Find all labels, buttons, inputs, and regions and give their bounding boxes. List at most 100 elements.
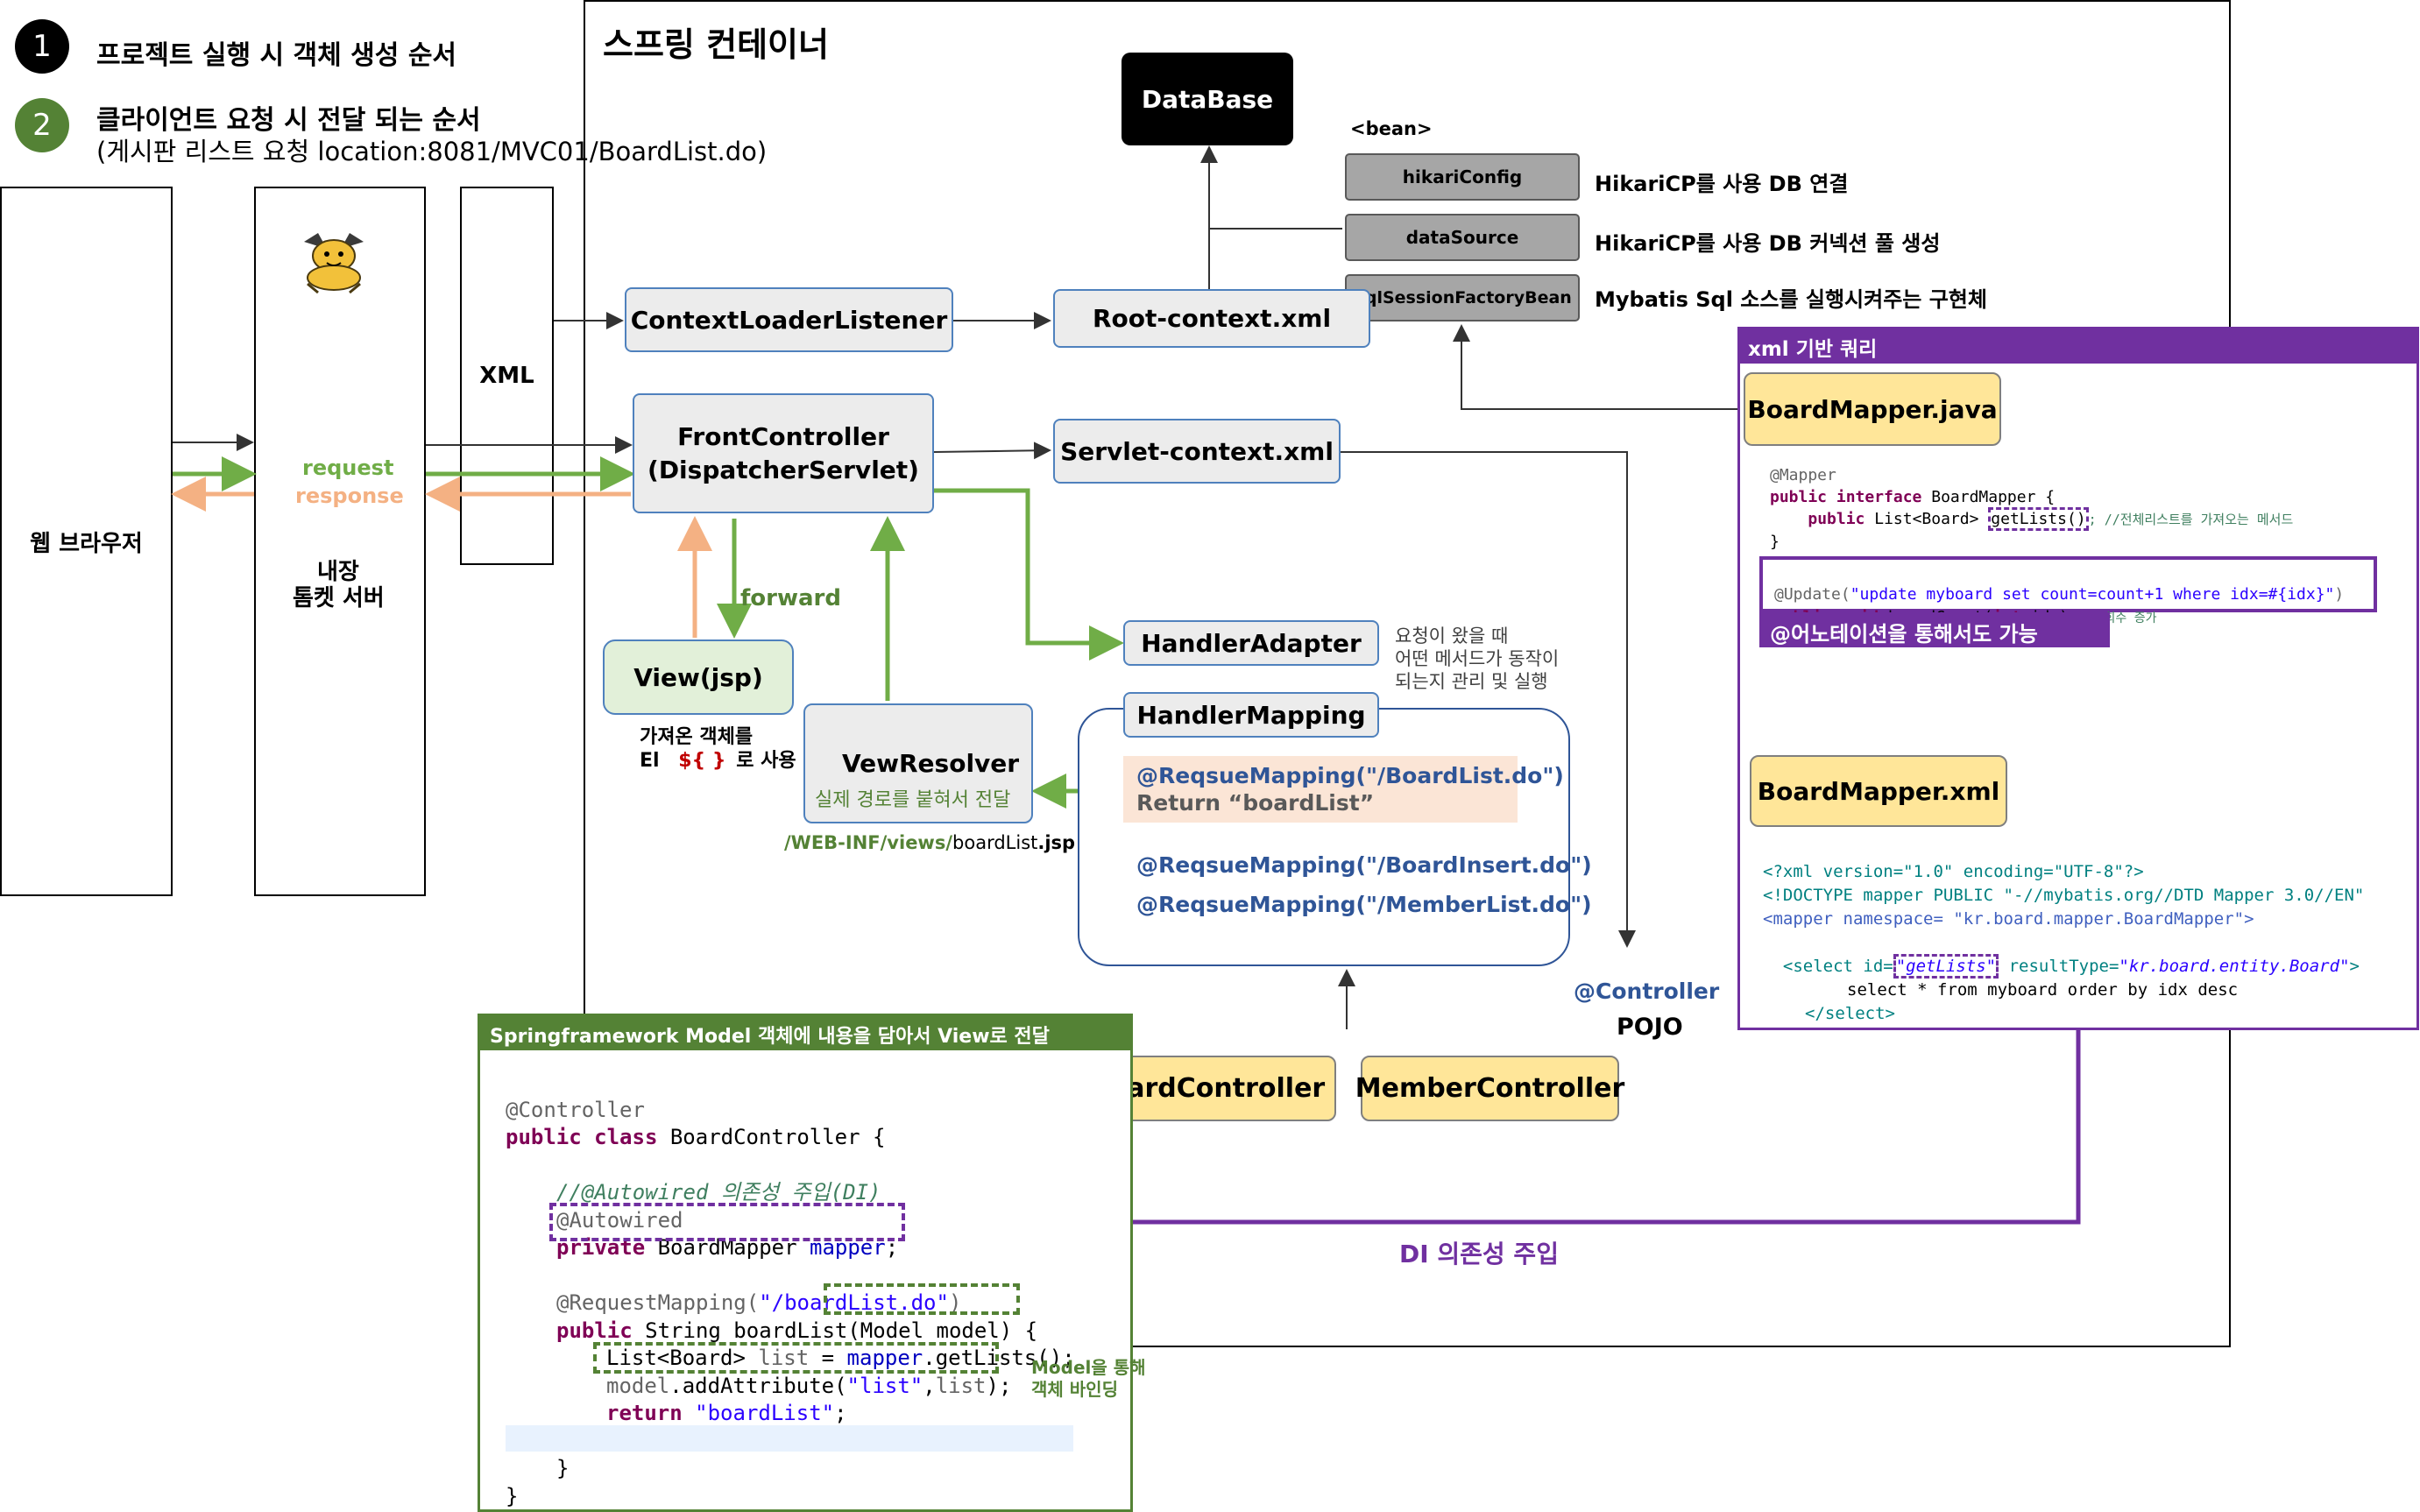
code-kw-class: public class [506, 1125, 658, 1149]
code-list-var: list [758, 1346, 810, 1370]
java-kw-public: public [1808, 510, 1865, 528]
pojo-label: POJO [1617, 1014, 1683, 1041]
upd-close: ) [2334, 585, 2345, 604]
mapping-boardlist-return: Return “boardList” [1136, 790, 1375, 816]
code-line-11: } [556, 1456, 570, 1480]
member-controller: MemberController [1355, 1056, 1624, 1121]
handler-mapping-container [1078, 708, 1570, 966]
xml-line-2: <!DOCTYPE mapper PUBLIC "-//mybatis.org/… [1763, 886, 2365, 905]
bean-datasource: dataSource [1345, 214, 1580, 261]
mapping-highlight [1123, 756, 1518, 823]
handler-mapping: HandlerMapping [1123, 692, 1379, 738]
java-line-3: public List<Board> getLists(); //전체리스트를 … [1770, 507, 2294, 531]
legend-badge-1: 1 [15, 19, 69, 74]
bean-hikariconfig: hikariConfig [1345, 153, 1580, 201]
code-current-line [506, 1425, 1073, 1452]
code-kw-return: return [606, 1401, 683, 1425]
view-note-use: 로 사용 [736, 750, 796, 772]
xml-select-end: > [2349, 957, 2360, 976]
code-model-var: model [606, 1373, 670, 1398]
xml-select-open: <select id= [1782, 957, 1893, 976]
code-line-12: } [506, 1483, 519, 1508]
code-line-9: model.addAttribute("list",list); [506, 1374, 1011, 1398]
web-browser-label: 웹 브라우저 [30, 530, 143, 557]
java-kw-interface: public interface [1770, 488, 1922, 506]
code-model-param: (Model model) [847, 1318, 1013, 1343]
code-attr-close: ); [986, 1373, 1012, 1398]
upd-ann: @Update( [1774, 585, 1850, 604]
request-label: request [302, 456, 394, 480]
code-return-val: "boardList" [682, 1401, 835, 1425]
code-reqmap-close: ) [948, 1290, 962, 1315]
database-box: DataBase [1122, 53, 1293, 145]
view-resolver-sub: 실제 경로를 붙혀서 전달 [815, 789, 1011, 811]
code-reqmap-path: "/boardList.do" [759, 1290, 949, 1315]
code-line-10: return "boardList"; [506, 1401, 847, 1425]
bean-sqlsessionfactorybean: SqlSessionFactoryBean [1345, 274, 1580, 321]
xml-result-type: "kr.board.entity.Board" [2119, 957, 2350, 976]
tomcat-label-2: 톰켓 서버 [293, 585, 385, 611]
code-line-2: public class BoardController { [506, 1125, 885, 1149]
jsp-path: /WEB-INF/views/boardList.jsp [784, 832, 1075, 853]
code-class-name: BoardController { [657, 1125, 886, 1149]
code-attr-key: "list" [846, 1373, 923, 1398]
legend-badge-2: 2 [15, 98, 69, 152]
code-assign: = [809, 1346, 847, 1370]
code-line-4: @Autowired [556, 1207, 683, 1233]
code-brace: { [1012, 1318, 1038, 1343]
adapter-note-2: 어떤 메서드가 동작이 [1395, 648, 1560, 669]
java-line-1: @Mapper [1770, 466, 1836, 484]
model-note-2: 객체 바인딩 [1031, 1379, 1118, 1400]
java-type: List<Board> [1865, 510, 1989, 528]
forward-label: forward [740, 585, 841, 611]
code-list-type: List<Board> [606, 1346, 759, 1370]
controller-tag: @Controller [1574, 979, 1720, 1004]
java-line-4: } [1770, 533, 1780, 551]
view-note-el: El [640, 750, 660, 772]
view-note-expr: ${ } [678, 750, 726, 772]
view-resolver-box [803, 703, 1033, 823]
spring-container-title: 스프링 컨테이너 [603, 25, 829, 64]
tomcat-box [254, 187, 426, 896]
view-note-2: El ${ } 로 사용 [640, 745, 796, 773]
bean-desc-datasource: HikariCP를 사용 DB 커넥션 풀 생성 [1595, 231, 1941, 256]
mapping-boardlist: @ReqsueMapping("/BoardList.do") [1136, 763, 1564, 788]
code-reqmap: @RequestMapping( [556, 1290, 760, 1315]
model-param-highlight [824, 1283, 1020, 1315]
xml-line-1: <?xml version="1.0" encoding="UTF-8"?> [1763, 862, 2144, 881]
code-line-3: //@Autowired 의존성 주입(DI) [556, 1180, 881, 1205]
java-comment: ; //전체리스트를 가져오는 메서드 [2088, 512, 2294, 527]
mapper-field-highlight [549, 1203, 905, 1241]
front-controller: FrontController (DispatcherServlet) [633, 393, 934, 513]
mapper-java-code: @Mapper public interface BoardMapper { p… [1770, 442, 2293, 553]
jsp-path-prefix: /WEB-INF/views/ [784, 832, 953, 853]
xml-query-header: xml 기반 쿼리 [1739, 329, 2417, 364]
jsp-path-ext: .jsp [1037, 832, 1076, 853]
xml-label: XML [479, 363, 534, 389]
code-line-1: @Controller [506, 1097, 645, 1122]
code-add-attr: .addAttribute( [669, 1373, 847, 1398]
board-mapper-xml: BoardMapper.xml [1750, 755, 2007, 827]
code-line-7: public String boardList(Model model) { [506, 1318, 1037, 1343]
jsp-path-name: boardList [952, 832, 1038, 853]
code-method: String boardList [632, 1318, 848, 1343]
xml-select-id: "getLists" [1893, 954, 1999, 979]
front-controller-line2: (DispatcherServlet) [647, 455, 919, 484]
context-loader-listener: ContextLoaderListener [625, 287, 953, 352]
legend-text-1: 프로젝트 실행 시 객체 생성 순서 [96, 40, 457, 71]
code-mapper-ref: mapper [846, 1346, 923, 1370]
mapping-boardinsert: @ReqsueMapping("/BoardInsert.do") [1136, 852, 1592, 878]
mapping-memberlist: @ReqsueMapping("/MemberList.do") [1136, 892, 1592, 917]
code-field-end: ; [885, 1235, 899, 1260]
code-attr-val: list [935, 1373, 987, 1398]
xml-line-3: <mapper namespace= "kr.board.mapper.Boar… [1763, 909, 2254, 929]
adapter-note-3: 되는지 관리 및 실행 [1395, 671, 1548, 692]
xml-result-attr: resultType= [1999, 957, 2119, 976]
legend-sub-2: (게시판 리스트 요청 location:8081/MVC01/BoardLis… [96, 137, 768, 166]
java-getlists: getLists() [1988, 507, 2089, 531]
code-panel-header: Springframework Model 객체에 내용을 담아서 View로 … [479, 1015, 1131, 1050]
java-iface-name: BoardMapper { [1921, 488, 2056, 506]
di-label: DI 의존성 주입 [1399, 1240, 1559, 1268]
tomcat-icon [292, 230, 376, 296]
view-resolver-label: VewResolver [842, 749, 1020, 778]
